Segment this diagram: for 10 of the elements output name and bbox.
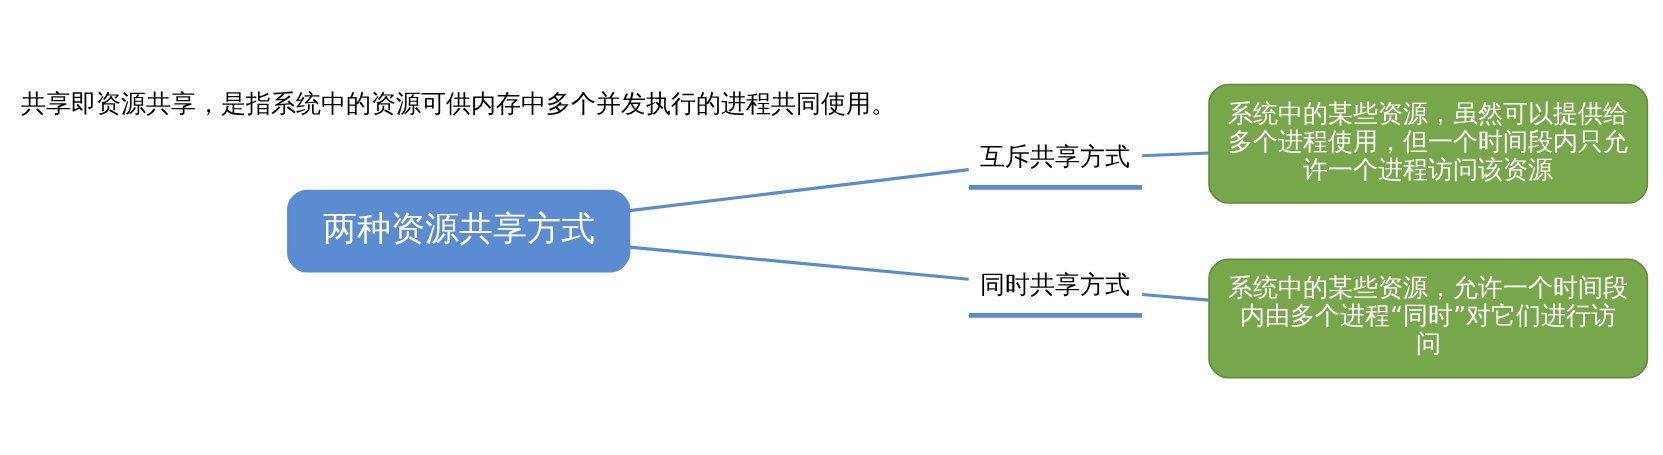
node-text: 同时共享方式 xyxy=(980,269,1131,299)
node-box: 两种资源共享方式 xyxy=(287,189,631,272)
label: 共享即资源共享，是指系统中的资源可供内存中多个并发执行的进程共同使用。 xyxy=(21,88,897,118)
connector xyxy=(629,245,969,281)
node-box: 系统中的某些资源，虽然可以提供给多个进程使用，但一个时间段内只允许一个进程访问该资源 xyxy=(1208,83,1649,204)
connector xyxy=(1142,150,1210,157)
connector xyxy=(629,167,969,212)
node-box: 系统中的某些资源，允许一个时间段内由多个进程“同时”对它们进行访问 xyxy=(1208,257,1649,379)
connector xyxy=(1142,292,1210,302)
node-text: 互斥共享方式 xyxy=(980,141,1131,171)
